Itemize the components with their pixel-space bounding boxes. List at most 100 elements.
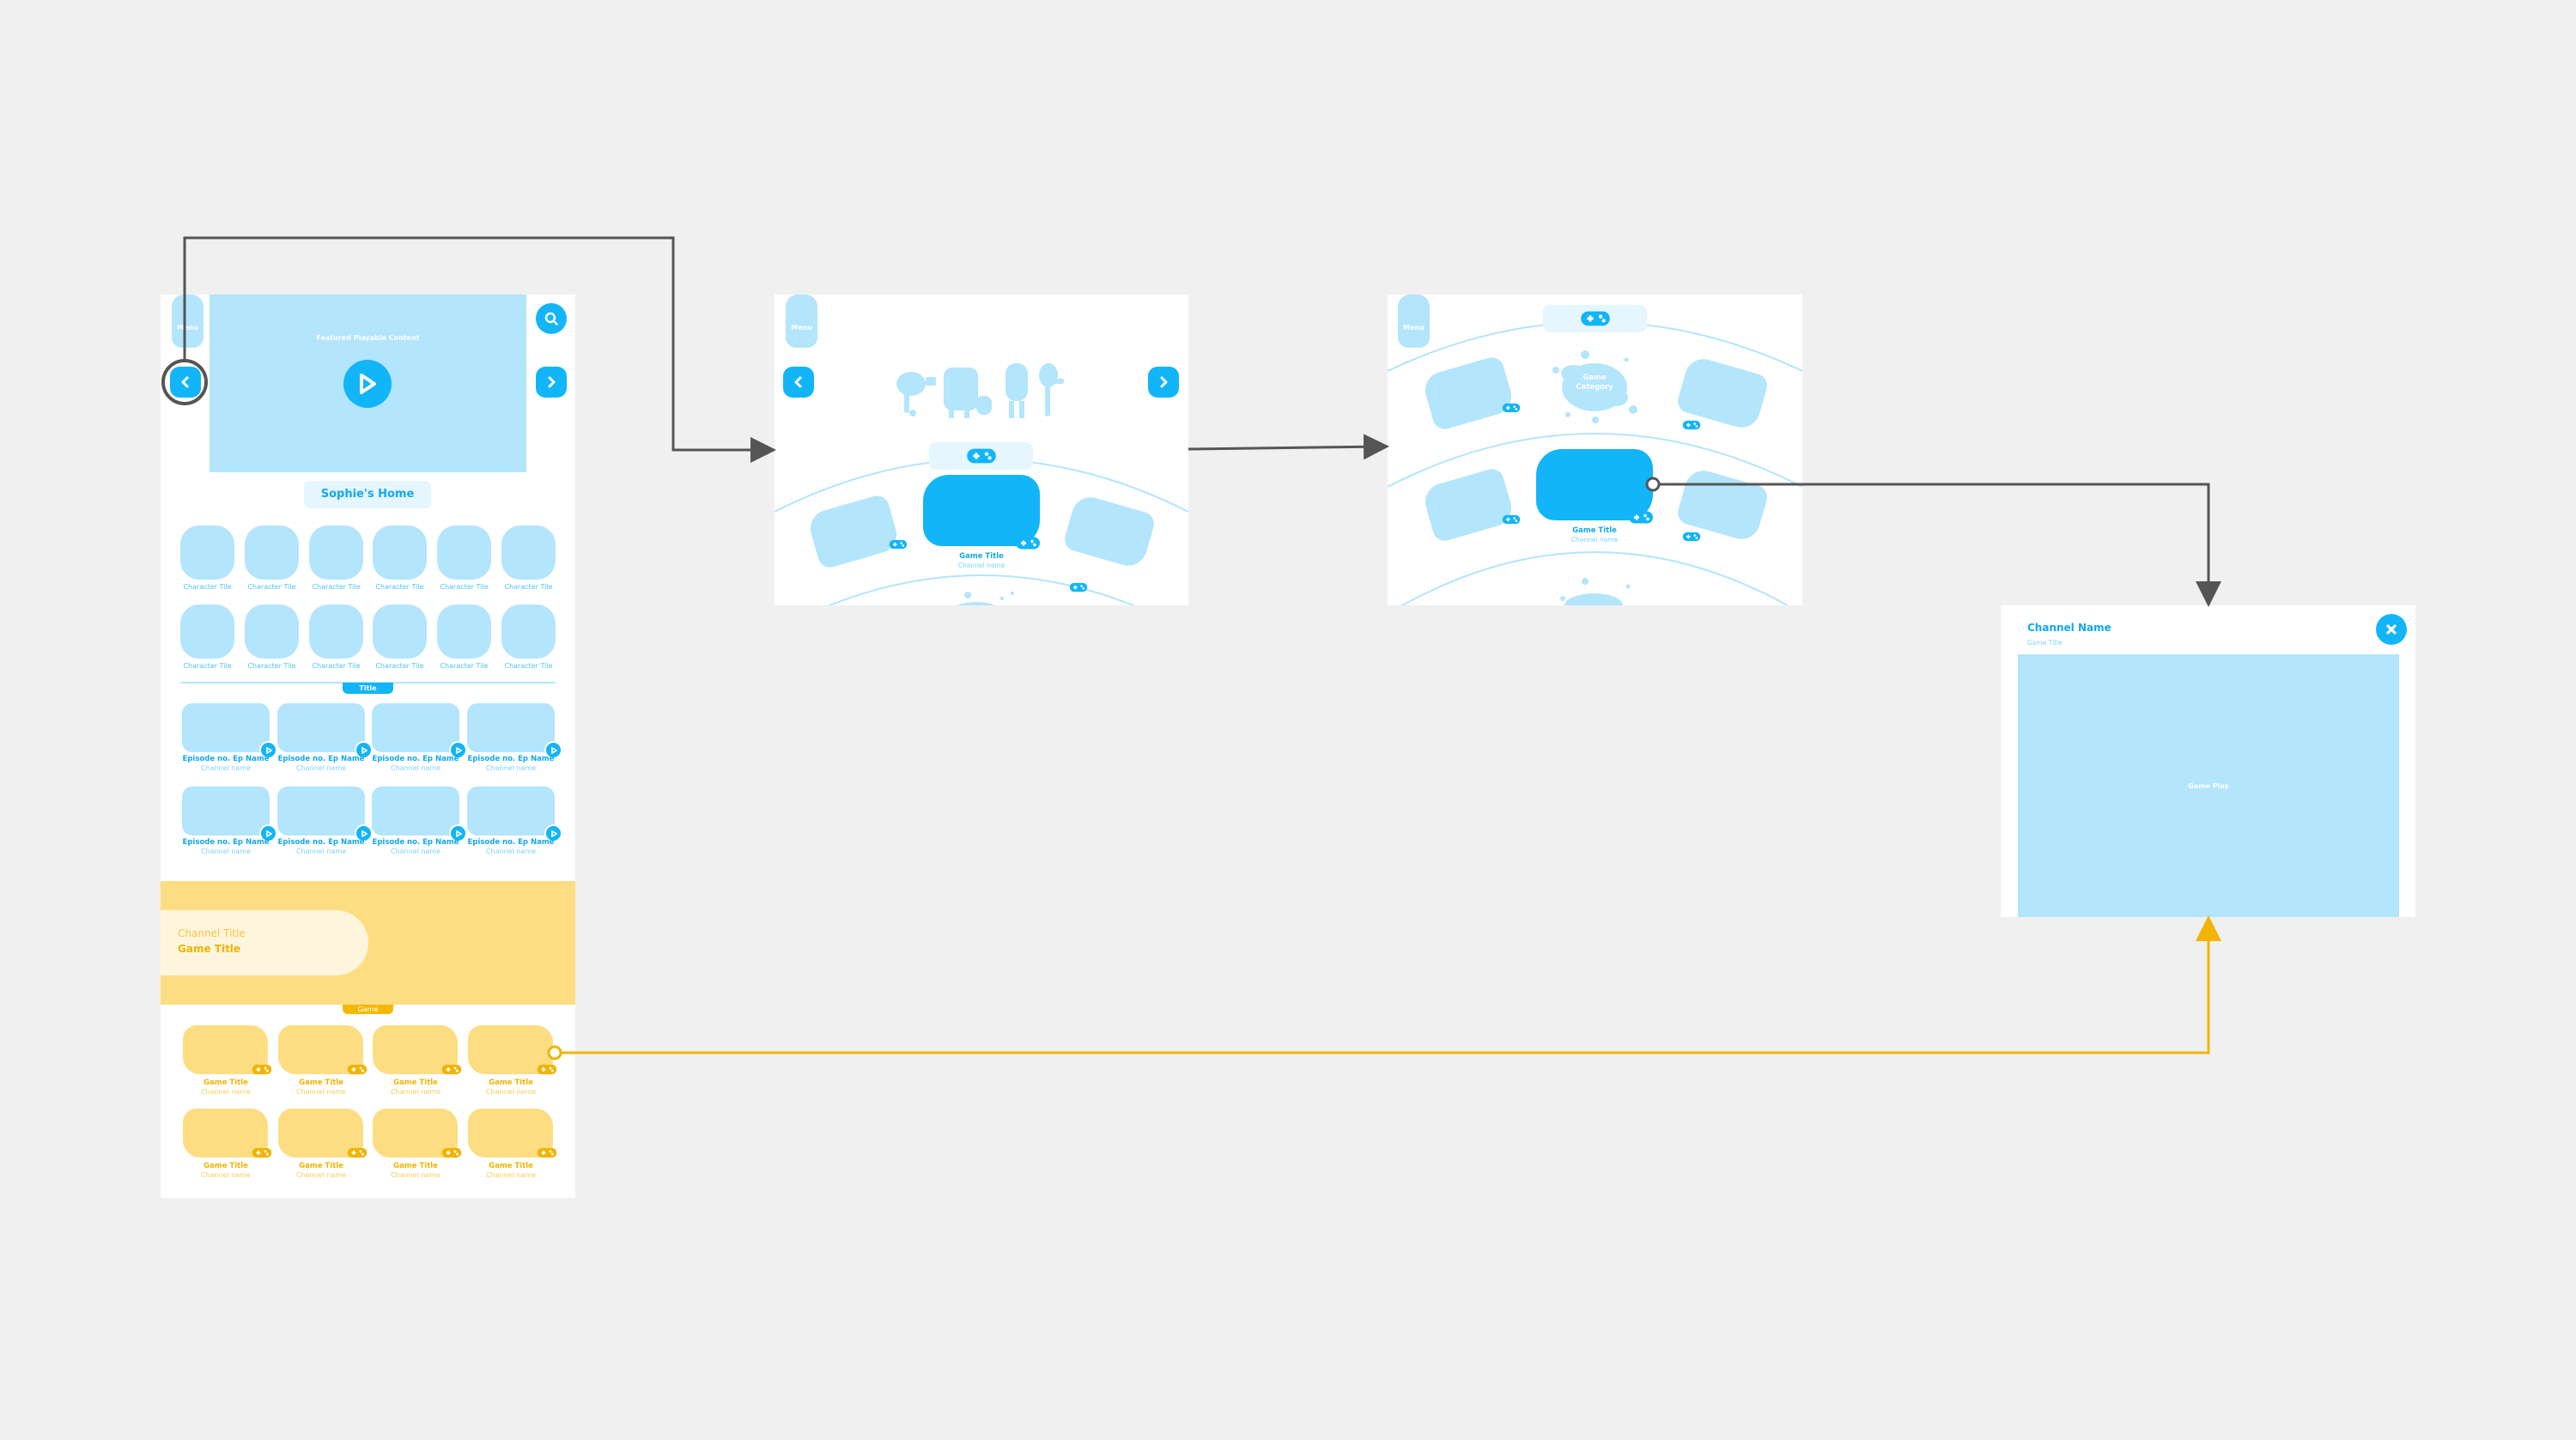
episode-channel: Channel name: [390, 848, 441, 855]
close-button[interactable]: [2376, 614, 2407, 645]
next-button[interactable]: [536, 367, 567, 398]
character-tile[interactable]: [501, 605, 556, 659]
episode-play-button[interactable]: [449, 824, 467, 842]
featured-content[interactable]: Featured Playable Content: [210, 295, 526, 472]
play-button[interactable]: [343, 360, 392, 408]
game-title: Game Title: [393, 1162, 438, 1170]
menu-button[interactable]: Menu: [786, 295, 817, 348]
gamepad-icon: [347, 1064, 368, 1075]
character-tile-label: Character Tile: [312, 662, 361, 670]
episode-play-button[interactable]: [544, 824, 562, 842]
episode-tile[interactable]: [372, 787, 459, 835]
play-icon: [455, 829, 462, 837]
episode-play-button[interactable]: [355, 741, 373, 759]
previous-button[interactable]: [783, 367, 814, 398]
character-tile-label: Character Tile: [504, 583, 553, 591]
game-badge: [252, 1064, 272, 1075]
character-tile-label: Character Tile: [440, 662, 489, 670]
gamepad-icon: [347, 1147, 368, 1158]
episode-channel: Channel name: [200, 848, 252, 855]
gamepad-icon: [537, 1064, 557, 1075]
episode-tile[interactable]: [182, 787, 270, 835]
episode-tile[interactable]: [467, 787, 555, 835]
category-label-line2: Category: [1576, 383, 1613, 392]
episode-channel: Channel name: [295, 848, 347, 855]
character-tile[interactable]: [437, 526, 491, 580]
game-badge: [1069, 582, 1088, 592]
character-tile[interactable]: [180, 605, 234, 659]
next-button[interactable]: [1148, 367, 1179, 398]
play-icon: [265, 746, 272, 754]
character-tile[interactable]: [309, 605, 363, 659]
game-badge: [537, 1147, 557, 1158]
gamepad-icon: [1016, 537, 1040, 550]
character-tile-label: Character Tile: [504, 662, 553, 670]
selected-channel-name: Channel name: [1571, 536, 1619, 544]
episode-play-button[interactable]: [259, 824, 277, 842]
character-tile[interactable]: [373, 526, 427, 580]
game-channel: Channel name: [485, 1171, 537, 1179]
character-tile[interactable]: [501, 526, 556, 580]
previous-button[interactable]: [170, 367, 201, 398]
gamepad-icon: [1629, 511, 1653, 524]
category-label-line1: Game: [1583, 374, 1607, 382]
character-tile[interactable]: [180, 526, 234, 580]
character-tile[interactable]: [373, 605, 427, 659]
connector-carousel-to-category: [1188, 434, 1389, 460]
game-title: Game Title: [489, 1078, 533, 1087]
game-channel: Channel name: [295, 1171, 347, 1179]
play-icon: [550, 746, 557, 754]
modal-game-title: Game Title: [2027, 639, 2063, 647]
character-tile-label: Character Tile: [312, 583, 361, 591]
episode-tile[interactable]: [182, 703, 270, 752]
selected-channel-name: Channel name: [957, 562, 1005, 569]
episode-play-button[interactable]: [449, 741, 467, 759]
character-tile-label: Character Tile: [247, 662, 296, 670]
featured-label: Featured Playable Content: [316, 334, 420, 342]
gamepad-icon: [1502, 514, 1521, 525]
search-button[interactable]: [536, 303, 567, 334]
episode-channel: Channel name: [295, 764, 347, 772]
episode-tile[interactable]: [277, 787, 365, 835]
episode-title: Episode no. Ep Name: [182, 755, 270, 763]
character-tile-label: Character Tile: [247, 583, 296, 591]
episodes-section-tab: Title: [343, 683, 393, 694]
episode-tile[interactable]: [277, 703, 365, 752]
character-tile[interactable]: [245, 526, 299, 580]
game-tile-selected[interactable]: [923, 475, 1040, 546]
character-tile-label: Character Tile: [375, 583, 424, 591]
game-tile-selected[interactable]: [1536, 449, 1653, 520]
gamepad-icon: [1502, 403, 1521, 413]
character-tile[interactable]: [437, 605, 491, 659]
gamepad-icon: [1069, 582, 1088, 592]
game-play-area[interactable]: Game Play: [2018, 654, 2399, 917]
episode-tile[interactable]: [467, 703, 555, 752]
character-tile[interactable]: [309, 526, 363, 580]
search-icon: [544, 312, 558, 325]
episode-play-button[interactable]: [544, 741, 562, 759]
game-badge: [537, 1064, 557, 1075]
game-channel: Channel name: [390, 1171, 441, 1179]
channel-banner[interactable]: Channel Title Game Title: [161, 881, 575, 1005]
game-badge: [252, 1147, 272, 1158]
selected-game-title: Game Title: [1572, 526, 1617, 535]
gamepad-icon: [889, 539, 908, 550]
episode-tile[interactable]: [372, 703, 459, 752]
modal-channel-name: Channel Name: [2027, 622, 2111, 634]
play-icon: [361, 746, 368, 754]
banner-channel-title: Channel Title: [178, 927, 246, 939]
chevron-left-icon: [181, 376, 189, 388]
episode-play-button[interactable]: [259, 741, 277, 759]
gamepad-icon: [441, 1064, 462, 1075]
menu-button[interactable]: Menu: [1398, 295, 1430, 348]
connector-game-to-modal: [561, 915, 2221, 1054]
episode-title: Episode no. Ep Name: [277, 755, 365, 763]
category-header: [1543, 305, 1647, 332]
character-tile[interactable]: [245, 605, 299, 659]
play-icon: [265, 829, 272, 837]
menu-button[interactable]: Menu: [172, 295, 204, 348]
episode-play-button[interactable]: [355, 824, 373, 842]
category-splash[interactable]: [1547, 348, 1642, 425]
close-icon: [2386, 624, 2397, 635]
